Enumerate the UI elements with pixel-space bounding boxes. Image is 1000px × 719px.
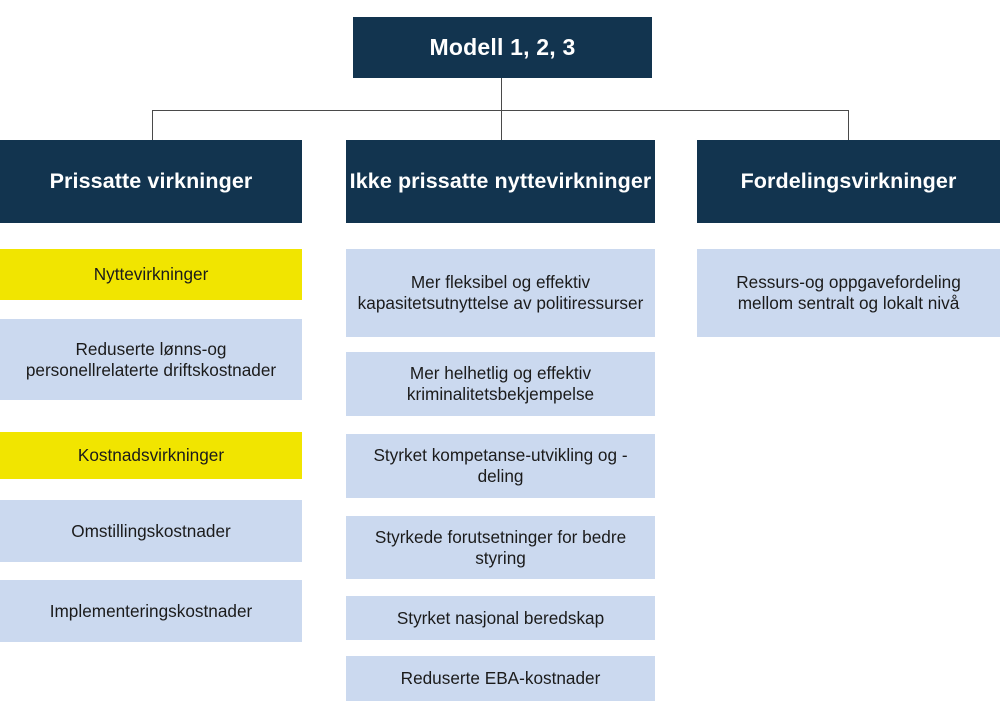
connector-drop-left bbox=[152, 110, 154, 142]
leaf-label: Nyttevirkninger bbox=[93, 264, 209, 284]
connector-drop-middle bbox=[501, 110, 503, 142]
leaf-label: Implementeringskostnader bbox=[49, 600, 253, 621]
leaf-label: Reduserte lønns-og personellrelaterte dr… bbox=[25, 338, 277, 380]
column-header-label: Ikke prissatte nyttevirkninger bbox=[349, 169, 652, 194]
leaf-styrkede-forutsetninger-for-bedre-styring: Styrkede forutsetninger for bedre styrin… bbox=[346, 516, 655, 579]
connector-root-stem bbox=[501, 78, 503, 111]
leaf-reduserte-lonns-og-personellrelaterte-driftskostnader: Reduserte lønns-og personellrelaterte dr… bbox=[0, 319, 302, 400]
root-node-label: Modell 1, 2, 3 bbox=[429, 34, 576, 61]
leaf-mer-helhetlig-og-effektiv-kriminalitetsbekjempelse: Mer helhetlig og effektiv kriminalitetsb… bbox=[346, 352, 655, 416]
leaf-label: Mer helhetlig og effektiv kriminalitetsb… bbox=[406, 363, 595, 404]
leaf-label: Reduserte EBA-kostnader bbox=[400, 668, 601, 688]
column-header-label: Prissatte virkninger bbox=[49, 169, 253, 194]
leaf-styrket-kompetanseutvikling-og-deling: Styrket kompetanse-utvikling og -deling bbox=[346, 434, 655, 498]
leaf-kostnadsvirkninger: Kostnadsvirkninger bbox=[0, 432, 302, 479]
column-header-label: Fordelingsvirkninger bbox=[740, 169, 957, 194]
connector-drop-right bbox=[848, 110, 850, 142]
leaf-mer-fleksibel-og-effektiv-kapasitetsutnyttelse: Mer fleksibel og effektiv kapasitetsutny… bbox=[346, 249, 655, 337]
leaf-omstillingskostnader: Omstillingskostnader bbox=[0, 500, 302, 562]
connector-horizontal-bus bbox=[152, 110, 849, 112]
column-header-fordelingsvirkninger: Fordelingsvirkninger bbox=[697, 140, 1000, 223]
leaf-label: Kostnadsvirkninger bbox=[77, 445, 225, 465]
column-header-ikke-prissatte-nyttevirkninger: Ikke prissatte nyttevirkninger bbox=[346, 140, 655, 223]
leaf-label: Omstillingskostnader bbox=[71, 520, 231, 541]
leaf-label: Styrkede forutsetninger for bedre styrin… bbox=[374, 526, 627, 568]
leaf-label: Styrket kompetanse-utvikling og -deling bbox=[373, 445, 628, 486]
leaf-label: Styrket nasjonal beredskap bbox=[396, 607, 605, 628]
leaf-styrket-nasjonal-beredskap: Styrket nasjonal beredskap bbox=[346, 596, 655, 640]
leaf-implementeringskostnader: Implementeringskostnader bbox=[0, 580, 302, 642]
leaf-reduserte-eba-kostnader: Reduserte EBA-kostnader bbox=[346, 656, 655, 701]
column-header-prissatte-virkninger: Prissatte virkninger bbox=[0, 140, 302, 223]
leaf-nyttevirkninger: Nyttevirkninger bbox=[0, 249, 302, 300]
leaf-label: Ressurs-og oppgavefordeling mellom sentr… bbox=[736, 272, 961, 313]
leaf-ressurs-og-oppgavefordeling-mellom-sentralt-og-lokalt-niva: Ressurs-og oppgavefordeling mellom sentr… bbox=[697, 249, 1000, 337]
leaf-label: Mer fleksibel og effektiv kapasitetsutny… bbox=[357, 272, 644, 313]
root-node-modell: Modell 1, 2, 3 bbox=[353, 17, 652, 78]
